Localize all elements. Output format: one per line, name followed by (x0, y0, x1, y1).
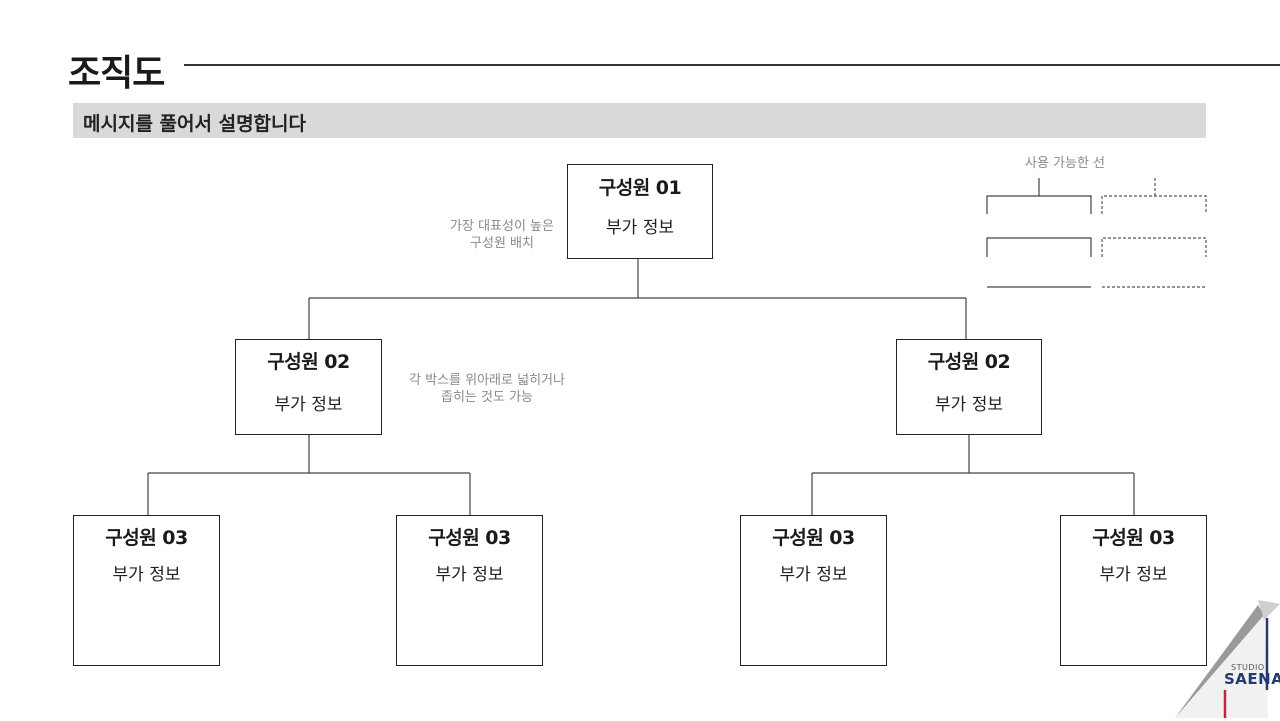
node-leaf-3: 구성원 03 부가 정보 (740, 515, 887, 666)
node-right-mid-name: 구성원 02 (927, 351, 1011, 373)
node-root: 구성원 01 부가 정보 (567, 164, 713, 259)
note-box-resize: 각 박스를 위아래로 넓히거나 좁히는 것도 가능 (409, 373, 565, 405)
page-title: 조직도 (68, 53, 165, 94)
legend-solid-tee (986, 178, 1092, 214)
legend-dashed-lines (1101, 178, 1207, 288)
legend-solid-lines (986, 178, 1092, 288)
node-leaf-1-name: 구성원 03 (105, 527, 188, 549)
node-leaf-4-info: 부가 정보 (1099, 565, 1168, 585)
node-root-name: 구성원 01 (598, 177, 682, 199)
node-leaf-2-name: 구성원 03 (428, 527, 511, 549)
title-rule (184, 64, 1280, 66)
node-leaf-4-name: 구성원 03 (1092, 527, 1175, 549)
node-leaf-1-info: 부가 정보 (112, 565, 181, 585)
logo-saena-text: SAENA (1224, 670, 1280, 688)
node-leaf-3-info: 부가 정보 (779, 565, 848, 585)
subtitle: 메시지를 풀어서 설명합니다 (83, 113, 306, 135)
node-left-mid-info: 부가 정보 (274, 395, 343, 415)
node-leaf-2-info: 부가 정보 (435, 565, 504, 585)
legend-solid-bracket (986, 237, 1092, 257)
node-right-mid: 구성원 02 부가 정보 (896, 339, 1042, 435)
corner-logo-graphic (1175, 600, 1280, 718)
subtitle-bar: 메시지를 풀어서 설명합니다 (73, 103, 1206, 138)
note-root: 가장 대표성이 높은 구성원 배치 (450, 219, 554, 251)
legend-dashed-bracket (1101, 237, 1207, 257)
node-right-mid-info: 부가 정보 (935, 395, 1003, 415)
legend-label: 사용 가능한 선 (1024, 156, 1106, 171)
logo-studio-text: STUDIO (1231, 663, 1265, 672)
legend-dashed-tee (1101, 178, 1207, 214)
node-left-mid: 구성원 02 부가 정보 (235, 339, 382, 435)
node-leaf-3-name: 구성원 03 (772, 527, 855, 549)
node-leaf-4: 구성원 03 부가 정보 (1060, 515, 1207, 666)
node-left-mid-name: 구성원 02 (267, 351, 350, 373)
node-root-info: 부가 정보 (606, 218, 674, 238)
node-leaf-1: 구성원 03 부가 정보 (73, 515, 220, 666)
node-leaf-2: 구성원 03 부가 정보 (396, 515, 543, 666)
